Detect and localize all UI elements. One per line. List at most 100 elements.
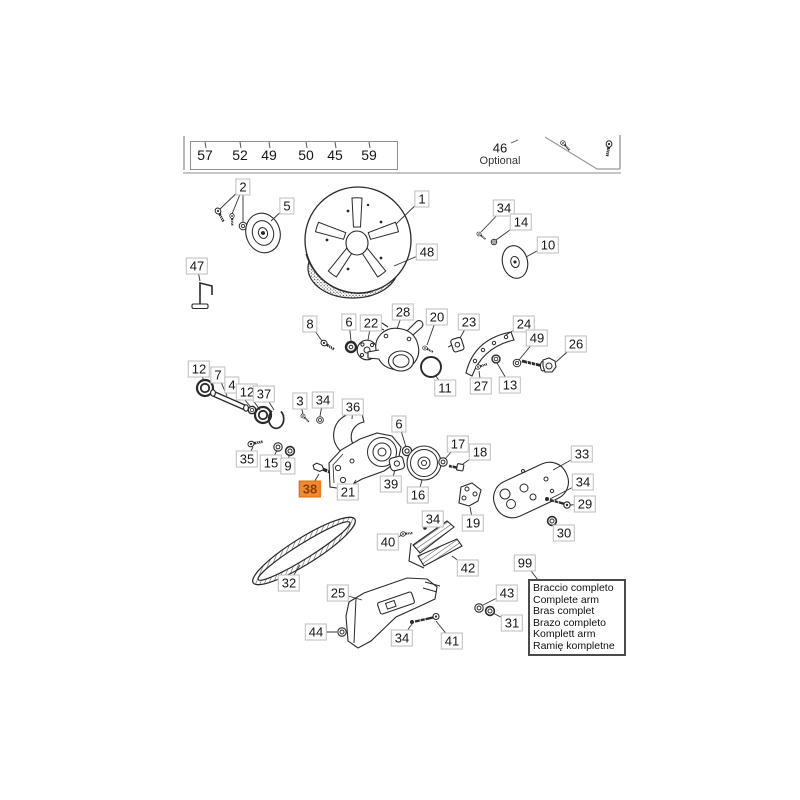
part-label-16[interactable]: 16 [406, 486, 430, 504]
top-part-number-57[interactable]: 57 [197, 147, 213, 163]
header-frame [183, 135, 621, 174]
info-box-line: Brazo completo [533, 616, 606, 629]
part-label-39[interactable]: 39 [379, 475, 403, 493]
nut-part-31 [484, 605, 496, 617]
part-label-2[interactable]: 2 [235, 178, 251, 196]
screw-part-3 [298, 412, 312, 424]
nut-part-6a [344, 340, 358, 354]
clip-part-23 [447, 336, 465, 353]
top-part-number-50[interactable]: 50 [298, 147, 314, 163]
wheel-guard-part-1 [304, 186, 412, 294]
washer-part-15 [273, 442, 283, 452]
screw-part-29 [545, 497, 571, 509]
screw-part-34a [474, 230, 488, 242]
part-label-13[interactable]: 13 [498, 376, 522, 394]
part-label-27[interactable]: 27 [469, 377, 493, 395]
part-label-35[interactable]: 35 [235, 450, 259, 468]
clutch-housing-part-28 [367, 318, 424, 372]
part-label-34[interactable]: 34 [492, 199, 516, 217]
top-part-number-59[interactable]: 59 [361, 147, 377, 163]
part-label-42[interactable]: 42 [456, 559, 480, 577]
part-label-22[interactable]: 22 [359, 314, 383, 332]
part-label-18[interactable]: 18 [468, 443, 492, 461]
screw-part-8 [318, 338, 337, 353]
bolt-part-18 [448, 463, 465, 472]
top-part-number-45[interactable]: 45 [327, 147, 343, 163]
part-label-17[interactable]: 17 [446, 435, 470, 453]
part-label-44[interactable]: 44 [304, 623, 328, 641]
optional-screw-icons [558, 138, 614, 158]
part-label-32[interactable]: 32 [277, 574, 301, 592]
part-label-5[interactable]: 5 [279, 197, 295, 215]
part-label-3[interactable]: 3 [292, 392, 308, 410]
part-label-31[interactable]: 31 [500, 614, 524, 632]
part-label-40[interactable]: 40 [376, 533, 400, 551]
curved-arm-part-24 [465, 331, 515, 377]
part-label-37[interactable]: 37 [252, 385, 276, 403]
part-label-11[interactable]: 11 [434, 379, 456, 397]
part-label-49[interactable]: 49 [525, 329, 549, 347]
part-label-25[interactable]: 25 [326, 584, 350, 602]
part-label-33[interactable]: 33 [570, 445, 594, 463]
part-label-23[interactable]: 23 [457, 313, 481, 331]
part-label-8[interactable]: 8 [302, 315, 318, 333]
nut-part-14 [490, 238, 498, 246]
part-label-34[interactable]: 34 [571, 473, 595, 491]
washer-part-17 [438, 457, 448, 467]
part-label-28[interactable]: 28 [391, 303, 415, 321]
part-label-12[interactable]: 12 [187, 360, 211, 378]
bracket-part-39 [388, 455, 406, 472]
part-label-36[interactable]: 36 [341, 398, 365, 416]
part-label-1[interactable]: 1 [414, 190, 430, 208]
part-label-7[interactable]: 7 [210, 366, 226, 384]
disc-part-10 [501, 245, 529, 279]
nut-part-9 [284, 445, 296, 457]
top-part-number-52[interactable]: 52 [232, 147, 248, 163]
part-label-41[interactable]: 41 [440, 632, 464, 650]
optional-part-number[interactable]: 46 [492, 140, 508, 156]
part-label-34[interactable]: 34 [311, 391, 335, 409]
part-label-43[interactable]: 43 [495, 584, 519, 602]
bar-housing-part-25 [345, 577, 441, 649]
top-part-number-49[interactable]: 49 [261, 147, 277, 163]
o-ring-part-11 [420, 356, 442, 378]
part-label-47[interactable]: 47 [185, 257, 209, 275]
bolt-part-41 [410, 612, 440, 625]
part-label-34[interactable]: 34 [421, 510, 445, 528]
part-label-30[interactable]: 30 [552, 524, 576, 542]
part-label-21[interactable]: 21 [336, 483, 360, 501]
arm-bracket-part-21 [328, 432, 402, 490]
part-label-24[interactable]: 24 [512, 315, 536, 333]
part-label-26[interactable]: 26 [564, 335, 588, 353]
part-label-29[interactable]: 29 [573, 495, 597, 513]
part-label-20[interactable]: 20 [425, 308, 449, 326]
screw-part-44 [337, 627, 347, 637]
screw-part-35 [245, 435, 265, 451]
part-label-38[interactable]: 38 [298, 480, 322, 498]
part-label-10[interactable]: 10 [536, 236, 560, 254]
part-label-14[interactable]: 14 [509, 213, 533, 231]
bolt-part-26 [521, 357, 557, 373]
part-label-19[interactable]: 19 [461, 514, 485, 532]
washer-part-34b [316, 416, 324, 424]
part-label-6[interactable]: 6 [391, 415, 407, 433]
part-label-15[interactable]: 15 [259, 454, 283, 472]
part-label-6[interactable]: 6 [341, 313, 357, 331]
part-label-9[interactable]: 9 [280, 457, 296, 475]
washer-part-49 [512, 358, 522, 368]
plate-part-19 [458, 482, 482, 507]
screw-part-20 [420, 344, 435, 355]
optional-part-label: Optional [479, 155, 521, 167]
part-label-99[interactable]: 99 [513, 554, 537, 572]
part-label-48[interactable]: 48 [415, 243, 439, 261]
top-number-ticks [204, 141, 371, 149]
part-label-12[interactable]: 12 [235, 383, 259, 401]
part-label-34[interactable]: 34 [390, 629, 414, 647]
top-parts-number-box [190, 141, 398, 170]
info-box-line: Komplett arm [533, 628, 596, 640]
pulley-part-16 [406, 445, 442, 481]
chain-part-32 [252, 516, 356, 586]
